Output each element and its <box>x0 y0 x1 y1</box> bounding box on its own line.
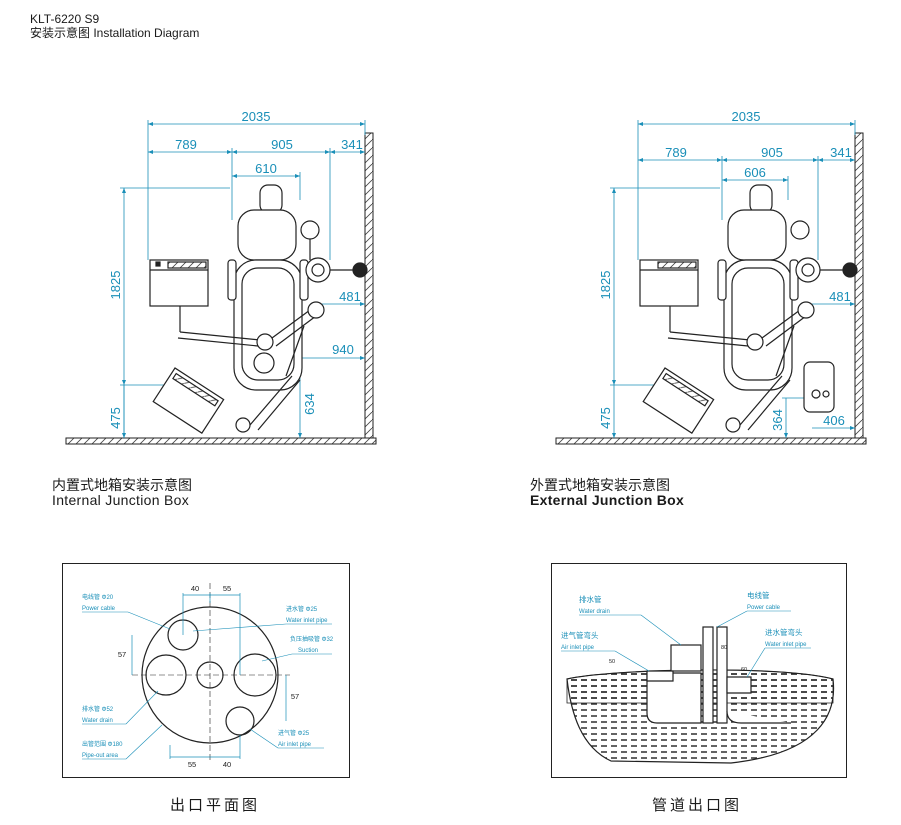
dim-b-right: 905 <box>761 145 783 160</box>
dim-f: 940 <box>332 342 354 357</box>
dim-bottom-2: 40 <box>223 760 231 769</box>
air-label-en: Air inlet pipe <box>278 742 312 748</box>
dim-top-2: 55 <box>223 584 231 593</box>
dim-e-right: 481 <box>829 289 851 304</box>
external-junction-diagram: 2035 789 905 341 606 481 406 1825 475 36… <box>555 109 867 445</box>
suction-label-en: Suction <box>298 648 318 654</box>
dim-h: 475 <box>108 407 123 429</box>
power-label-en: Power cable <box>747 605 781 611</box>
suction-label-cn: 负压抽吸管 Φ32 <box>290 635 334 643</box>
dim-c-right: 341 <box>830 145 852 160</box>
floor-hatch-right <box>555 437 867 445</box>
dim-a-right: 789 <box>665 145 687 160</box>
page-header: KLT-6220 S9 安装示意图 Installation Diagram <box>30 12 199 40</box>
water-in-label-cn: 进水管 Φ25 <box>286 605 318 613</box>
pipes <box>646 626 791 724</box>
dim-h-right: 475 <box>598 407 613 429</box>
power-label-cn: 电线管 Φ20 <box>82 593 114 601</box>
pipe-diagram-caption: 管道出口图 <box>652 797 743 814</box>
dimension-lines <box>120 120 366 438</box>
dim-left: 57 <box>118 650 126 659</box>
outlet-plan-frame <box>62 563 350 778</box>
dim-height: 1825 <box>108 271 123 300</box>
air-label-cn: 进气管弯头 <box>561 630 599 640</box>
drain-label-en: Water drain <box>579 609 610 615</box>
power-label-cn: 电线管 <box>747 590 770 600</box>
dim-total-right: 2035 <box>732 109 761 124</box>
dim-c: 341 <box>341 137 363 152</box>
dim-d-right: 606 <box>744 165 766 180</box>
dental-chair <box>149 184 368 434</box>
drain-label-cn: 排水管 <box>579 594 602 604</box>
water-label-en: Water inlet pipe <box>765 642 807 648</box>
internal-caption: 内置式地箱安装示意图 Internal Junction Box <box>52 478 192 508</box>
power-label-en: Power cable <box>82 606 116 612</box>
dim-b: 905 <box>271 137 293 152</box>
dim-height-right: 1825 <box>598 271 613 300</box>
dimension-arrows <box>122 122 365 438</box>
outlet-dimension-lines <box>131 593 287 759</box>
internal-caption-cn: 内置式地箱安装示意图 <box>52 477 192 493</box>
dimension-arrows-right <box>612 122 855 438</box>
dim-g-right: 406 <box>823 413 845 428</box>
outlet-plan-caption: 出口平面图 <box>170 797 261 814</box>
dim-total: 2035 <box>242 109 271 124</box>
air-label-en: Air inlet pipe <box>561 645 595 651</box>
dim-80: 80 <box>721 645 727 651</box>
drain-label-en: Water drain <box>82 718 113 724</box>
external-caption-en: External Junction Box <box>530 492 685 508</box>
dim-a: 789 <box>175 137 197 152</box>
dim-right: 57 <box>291 692 299 701</box>
dim-50: 50 <box>609 659 615 665</box>
dim-e: 481 <box>339 289 361 304</box>
pipe-outlet-diagram: 排水管 Water drain 电线管 Power cable 进气管弯头 Ai… <box>551 563 847 778</box>
area-label-cn: 出管范围 Φ180 <box>82 740 123 748</box>
model-number: KLT-6220 S9 <box>30 12 100 26</box>
outlet-leader-lines <box>82 611 332 760</box>
dim-bottom-1: 55 <box>188 760 196 769</box>
wall-hatch <box>364 132 374 439</box>
page-title: 安装示意图 Installation Diagram <box>30 26 200 40</box>
dim-g: 634 <box>302 393 317 415</box>
dim-f-right: 364 <box>770 409 785 431</box>
water-in-label-en: Water inlet pipe <box>286 618 328 624</box>
outlet-centerlines <box>132 583 290 763</box>
floor-hatch <box>65 437 377 445</box>
dental-chair-right <box>639 184 858 434</box>
internal-caption-en: Internal Junction Box <box>52 492 190 508</box>
external-caption: 外置式地箱安装示意图 External Junction Box <box>530 478 684 508</box>
pipe-leader-lines <box>561 610 811 678</box>
wall-hatch-right <box>854 132 864 439</box>
drain-label-cn: 排水管 Φ52 <box>82 705 114 713</box>
air-label-cn: 进气管 Φ25 <box>278 729 310 737</box>
area-label-en: Pipe-out area <box>82 753 119 759</box>
internal-junction-diagram: 2035 789 905 341 610 481 940 1825 475 63… <box>65 109 377 445</box>
dim-top-1: 40 <box>191 584 199 593</box>
dim-d: 610 <box>255 161 277 176</box>
outlet-plan-diagram: 40 55 57 57 55 40 电线管 Φ20 Power cable 进水… <box>62 563 350 778</box>
dim-60: 60 <box>741 667 747 673</box>
external-caption-cn: 外置式地箱安装示意图 <box>530 477 670 493</box>
water-label-cn: 进水管弯头 <box>765 627 803 637</box>
